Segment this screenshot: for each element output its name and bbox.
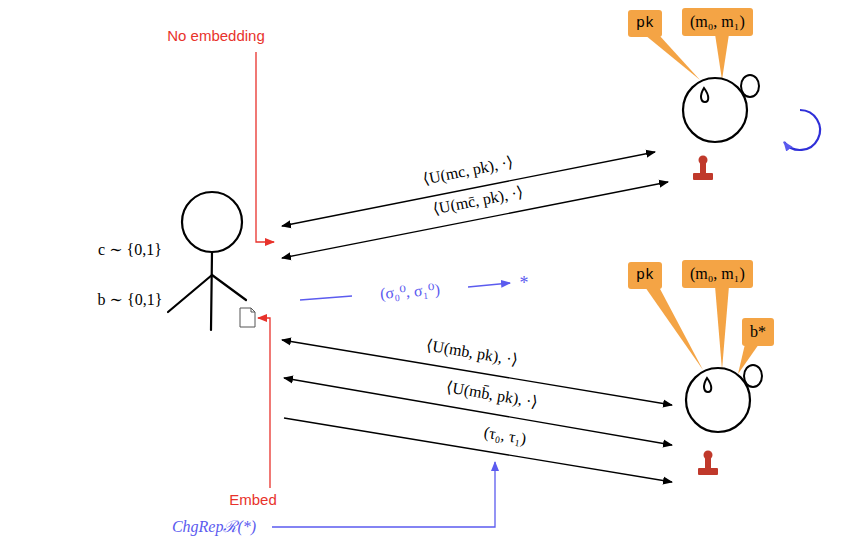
message-arrow [284, 418, 672, 482]
figure-arm [168, 275, 212, 312]
bubble-text: b* [750, 323, 766, 340]
stamp-icon [698, 451, 718, 476]
figure-body [211, 252, 212, 330]
adversary-eye [704, 378, 711, 392]
diagram-label: (σ₀⁰, σ₁⁰) [379, 281, 440, 304]
adversary-head [683, 78, 747, 142]
leader-line [256, 52, 274, 242]
diagram-label: b ∼ {0,1} [98, 291, 163, 309]
leader-line [272, 462, 495, 527]
speech-bubble: (m₀, m₁) [682, 260, 753, 288]
protocol-arrow [282, 182, 668, 258]
protocol-arrow [282, 152, 655, 226]
adversary-figure [686, 365, 762, 432]
bubble-tail [715, 34, 729, 80]
bubble-tail [645, 35, 700, 80]
diagram-label: ⟨U(mc, pk), ·⟩ [421, 153, 514, 189]
paper-icon [240, 308, 255, 327]
leader-line [258, 318, 270, 488]
bubble-tail [715, 286, 729, 370]
adversary-eye [701, 88, 708, 102]
loop-arrow [784, 110, 820, 150]
bubble-tail [645, 287, 703, 370]
stamp-handle [705, 458, 711, 468]
adversary-figure [683, 75, 759, 142]
bubble-text: pk [636, 15, 654, 32]
bubble-text: pk [636, 267, 654, 284]
stamp-icon [693, 156, 713, 181]
protocol-arrow [284, 378, 672, 445]
stamp-handle [700, 163, 706, 173]
diagram-label: * [520, 273, 529, 294]
stamp-base [693, 173, 713, 180]
stamp-base [698, 468, 718, 475]
signature-line [300, 296, 352, 300]
paper-fold [251, 308, 255, 312]
user-figure [168, 192, 246, 330]
figure-head [182, 192, 242, 252]
diagram-label: (τ₀, τ₁) [482, 423, 527, 448]
diagram-label: c ∼ {0,1} [98, 241, 162, 259]
speech-bubble: pk [628, 262, 662, 289]
bubble-text: (m₀, m₁) [690, 265, 745, 282]
diagram-label: ChgRepℛ(*) [172, 518, 256, 536]
bubble-text: (m₀, m₁) [690, 13, 745, 30]
adversary-head [686, 368, 750, 432]
speech-bubble: (m₀, m₁) [682, 8, 753, 36]
diagram-label: ⟨U(mb̄, pk), ·⟩ [445, 378, 539, 412]
speech-bubble: b* [742, 318, 774, 346]
signature-arrow [468, 283, 510, 287]
diagram-label: ⟨U(mb, pk), ·⟩ [425, 336, 519, 369]
diagram-label: Embed [229, 491, 277, 508]
diagram-label: No embedding [167, 27, 265, 44]
diagram-label: ⟨U(mc̄, pk), ·⟩ [431, 183, 524, 219]
paper-sheet [240, 308, 255, 327]
figure-arm [212, 275, 246, 300]
speech-bubble: pk [628, 10, 662, 37]
